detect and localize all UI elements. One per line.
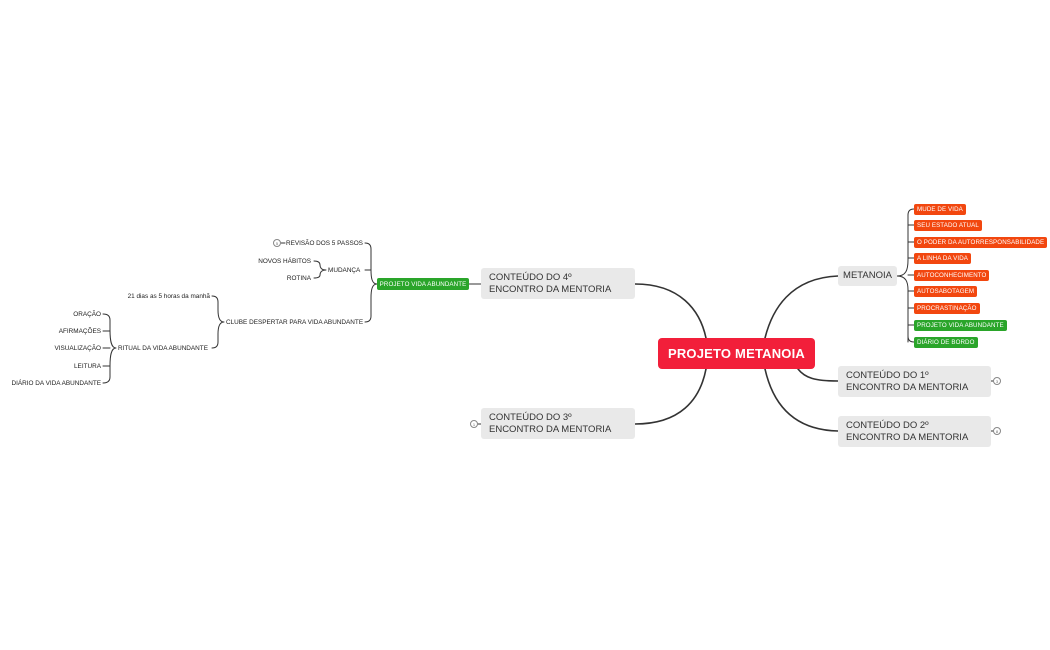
metanoia-item-1[interactable]: SEU ESTADO ATUAL: [914, 220, 982, 231]
leaf-leitura[interactable]: LEITURA: [74, 362, 101, 370]
leaf-revisao-5-passos[interactable]: REVISÃO DOS 5 PASSOS: [286, 239, 363, 247]
subtopic-clube-despertar[interactable]: CLUBE DESPERTAR PARA VIDA ABUNDANTE: [226, 318, 364, 326]
topic-encontro-2[interactable]: CONTEÚDO DO 2º ENCONTRO DA MENTORIA: [838, 416, 991, 447]
collapsed-count-badge-icon[interactable]: 8: [993, 427, 1001, 435]
link-central-encontro4: [634, 283, 707, 339]
topic-encontro-4[interactable]: CONTEÚDO DO 4º ENCONTRO DA MENTORIA: [481, 268, 635, 299]
subtopic-projeto-vida-abundante[interactable]: PROJETO VIDA ABUNDANTE: [377, 278, 469, 290]
metanoia-item-2[interactable]: O PODER DA AUTORRESPONSABILIDADE: [914, 237, 1048, 248]
link-central-metanoia: [764, 275, 839, 339]
metanoia-item-6[interactable]: PROCRASTINAÇÃO: [914, 303, 980, 314]
collapsed-count-badge-icon[interactable]: 3: [993, 377, 1001, 385]
metanoia-item-7[interactable]: PROJETO VIDA ABUNDANTE: [914, 320, 1007, 331]
leaf-oracao[interactable]: ORAÇÃO: [73, 310, 101, 318]
leaf-21-dias[interactable]: 21 dias as 5 horas da manhã: [127, 292, 210, 300]
link-metanoia-bracket: [896, 208, 915, 343]
link-ritual-bracket: [102, 313, 117, 384]
link-central-encontro3: [634, 368, 707, 425]
central-topic[interactable]: PROJETO METANOIA: [658, 338, 815, 369]
link-clube-bracket: [211, 295, 225, 349]
topic-encontro-3[interactable]: CONTEÚDO DO 3º ENCONTRO DA MENTORIA: [481, 408, 635, 439]
metanoia-item-3[interactable]: A LINHA DA VIDA: [914, 253, 972, 264]
subtopic-mudanca[interactable]: MUDANÇA: [328, 266, 361, 274]
link-central-encontro1: [797, 368, 839, 382]
leaf-novos-habitos[interactable]: NOVOS HÁBITOS: [258, 257, 311, 265]
metanoia-item-0[interactable]: MUDE DE VIDA: [914, 204, 966, 215]
link-mudanca-bracket: [313, 260, 327, 279]
topic-encontro-1[interactable]: CONTEÚDO DO 1º ENCONTRO DA MENTORIA: [838, 366, 991, 397]
leaf-rotina[interactable]: ROTINA: [286, 274, 311, 282]
link-central-encontro2: [764, 368, 839, 432]
metanoia-item-4[interactable]: AUTOCONHECIMENTO: [914, 270, 990, 281]
subtopic-ritual-vida-abundante[interactable]: RITUAL DA VIDA ABUNDANTE: [118, 344, 208, 352]
collapsed-count-badge-icon[interactable]: 5: [273, 239, 281, 247]
leaf-afirmacoes[interactable]: AFIRMAÇÕES: [58, 327, 101, 335]
metanoia-item-5[interactable]: AUTOSABOTAGEM: [914, 286, 978, 297]
collapsed-count-badge-icon[interactable]: 1: [470, 420, 478, 428]
topic-metanoia[interactable]: METANOIA: [838, 266, 897, 286]
link-projeto-bracket: [364, 242, 378, 323]
metanoia-item-8[interactable]: DIÁRIO DE BORDO: [914, 337, 978, 348]
leaf-visualizacao[interactable]: VISUALIZAÇÃO: [54, 344, 101, 352]
leaf-diario-vida-abundante[interactable]: DIÁRIO DA VIDA ABUNDANTE: [11, 379, 102, 387]
